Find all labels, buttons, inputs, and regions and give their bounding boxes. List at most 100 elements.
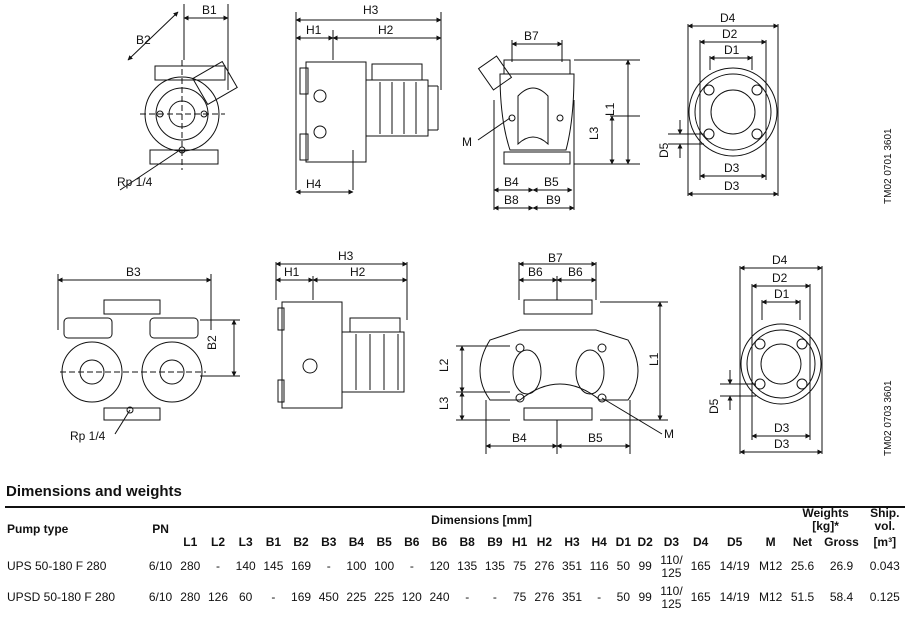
cell-dimension: 110/125 (660, 552, 683, 580)
cell-dimension: 126 (207, 590, 229, 604)
bottom-d3-label: D3 (774, 421, 790, 435)
bottom-d2-label: D2 (772, 271, 788, 285)
bottom-b6-label: B6 (568, 265, 583, 279)
col-b6: B6 (431, 535, 448, 549)
single-pump-flange-detail (668, 23, 779, 197)
top-d3-label: D3 (724, 179, 740, 193)
top-l1-label: L1 (603, 102, 617, 116)
cell-gross-weight: 58.4 (829, 590, 854, 604)
dimensions-table: Pump type PN Dimensions [mm] Weights[kg]… (5, 507, 905, 613)
col-b3: B3 (321, 535, 337, 549)
cell-dimension: 225 (374, 590, 395, 604)
drawing-stamp-bottom: TM02 0703 3601 (883, 380, 894, 456)
cell-ship-volume: 0.125 (869, 590, 900, 604)
top-b5-label: B5 (544, 175, 559, 189)
cell-dimension: M12 (758, 559, 783, 573)
bottom-h3-label: H3 (338, 249, 354, 263)
cell-dimension: 100 (374, 559, 395, 573)
col-d3: D3 (663, 535, 680, 549)
group-ship-vol: Ship.vol. (870, 506, 900, 533)
col-b6: B6 (404, 535, 420, 549)
top-b7-label: B7 (524, 29, 539, 43)
technical-drawings: B1B2H3H1H2H4B7L1L3MB4B5B8B9D4D2D1D5D3D3 … (57, 3, 894, 456)
bottom-d5-label: D5 (707, 398, 721, 414)
bottom-b5-label: B5 (588, 431, 603, 445)
bottom-l2-label: L2 (437, 358, 451, 372)
group-weights: Weights[kg]* (802, 506, 849, 533)
cell-dimension: 276 (534, 559, 555, 573)
cell-pn: 6/10 (148, 559, 173, 573)
bottom-h1-label: H1 (284, 265, 300, 279)
col-b5: B5 (376, 535, 392, 549)
table-body: UPS 50-180 F 280 6/10 280 - 140 145 169 - 100 100… (5, 551, 905, 613)
bottom-l1-label: L1 (647, 352, 661, 366)
cell-pump-type: UPSD 50-180 F 280 (7, 590, 116, 604)
twin-pump-front-view (57, 274, 240, 435)
top-d1-label: D1 (724, 43, 740, 57)
cell-dimension: 240 (429, 590, 450, 604)
col-l2: L2 (210, 535, 225, 549)
cell-dimension: 50 (616, 590, 631, 604)
top-h1-label: H1 (306, 23, 322, 37)
col-h1: H1 (511, 535, 528, 549)
cell-dimension: - (216, 559, 220, 573)
cell-dimension: 351 (562, 590, 583, 604)
bottom-b3-label: B3 (126, 265, 141, 279)
cell-dimension: 169 (291, 559, 312, 573)
top-d5-label: D5 (657, 142, 671, 158)
col-b4: B4 (348, 535, 365, 549)
twin-pump-flange-detail (720, 265, 823, 455)
cell-dimension: 351 (562, 559, 583, 573)
single-pump-front-view (119, 4, 238, 191)
bottom-d1-label: D1 (774, 287, 790, 301)
col-d1: D1 (615, 535, 632, 549)
cell-dimension: 140 (235, 559, 256, 573)
bottom-d4-label: D4 (772, 253, 788, 267)
cell-dimension: 135 (457, 559, 478, 573)
col-ship-unit: [m³] (873, 535, 897, 549)
drawing-stamp-top: TM02 0701 3601 (883, 128, 894, 204)
twin-pump-flange-view (456, 261, 668, 454)
col-pump-type: Pump type (7, 522, 69, 536)
top-h3-label: H3 (363, 3, 379, 17)
top-l3-label: L3 (587, 126, 601, 140)
cell-dimension: 14/19 (719, 590, 750, 604)
cell-gross-weight: 26.9 (829, 559, 854, 573)
bottom-h2-label: H2 (350, 265, 366, 279)
col-l1: L1 (183, 535, 198, 549)
bottom-b2-label: B2 (205, 335, 219, 350)
cell-dimension: 100 (346, 559, 367, 573)
col-l3: L3 (238, 535, 253, 549)
cell-net-weight: 51.5 (790, 590, 815, 604)
cell-pump-type: UPS 50-180 F 280 (7, 559, 107, 573)
top-d3-label: D3 (724, 161, 740, 175)
cell-dimension: 280 (180, 559, 201, 573)
top-m-label: M (462, 135, 472, 149)
cell-dimension: 50 (616, 559, 631, 573)
cell-dimension: 75 (512, 590, 527, 604)
col-h2: H2 (536, 535, 553, 549)
top-h2-label: H2 (378, 23, 394, 37)
bottom-m-label: M (664, 427, 674, 441)
bottom-b6-label: B6 (528, 265, 543, 279)
col-d4: D4 (692, 535, 709, 549)
cell-dimension: - (597, 590, 602, 604)
cell-dimension: 145 (263, 559, 284, 573)
top-d2-label: D2 (722, 27, 738, 41)
table-top-rule (5, 506, 905, 508)
col-h3: H3 (564, 535, 580, 549)
cell-dimension: 135 (484, 559, 505, 573)
col-d5: D5 (726, 535, 743, 549)
cell-dimension: 60 (239, 590, 253, 604)
top-b4-label: B4 (504, 175, 519, 189)
cell-dimension: 110/125 (660, 583, 683, 611)
twin-pump-side-view (275, 261, 408, 409)
col-weight-gross: Gross (824, 535, 859, 549)
cell-dimension: 450 (318, 590, 339, 604)
cell-dimension: - (465, 590, 470, 604)
